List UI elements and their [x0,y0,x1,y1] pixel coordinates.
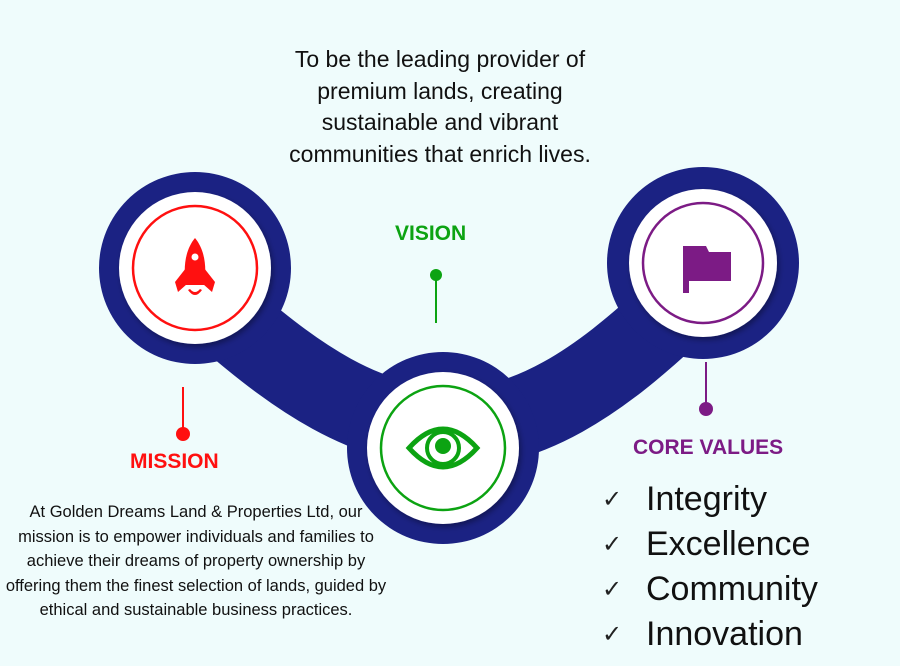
eye-icon [405,426,481,470]
core-values-list: ✓ Integrity ✓ Excellence ✓ Community ✓ Innov… [602,477,818,657]
core-value-label: Community [646,570,818,608]
core-value-item: ✓ Innovation [602,612,818,657]
check-icon: ✓ [602,576,623,603]
rocket-icon [175,238,215,295]
core-values-heading: CORE VALUES [633,436,784,459]
core-value-item: ✓ Integrity [602,477,818,522]
core-value-item: ✓ Excellence [602,522,818,567]
check-icon: ✓ [602,486,623,513]
mission-statement: At Golden Dreams Land & Properties Ltd, … [5,503,387,619]
core-value-label: Integrity [646,480,767,518]
vision-heading: VISION [395,222,467,245]
core-values-node [607,167,799,359]
mission-heading: MISSION [130,450,219,473]
core-value-item: ✓ Community [602,567,818,612]
mission-pin [176,387,190,441]
core-values-pin [699,362,713,416]
vision-statement: To be the leading provider of premium la… [289,46,591,167]
core-value-label: Innovation [646,615,803,653]
check-icon: ✓ [602,531,623,558]
core-value-label: Excellence [646,525,811,563]
vision-pin [430,269,442,323]
mission-node [99,172,291,364]
flag-icon [683,246,731,293]
vision-node [347,352,539,544]
check-icon: ✓ [602,621,623,648]
